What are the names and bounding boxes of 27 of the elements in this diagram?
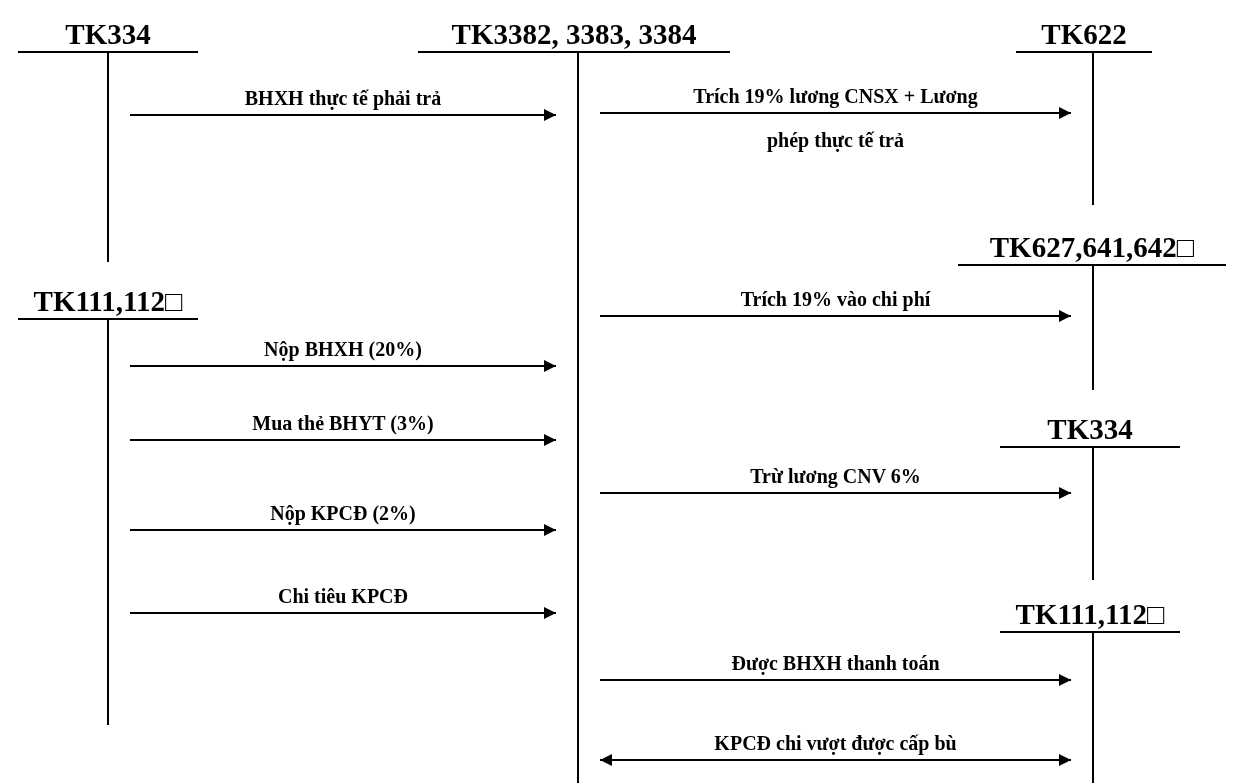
edge-label: Chi tiêu KPCĐ xyxy=(278,585,408,607)
edge-label: Trích 19% lương CNSX + Lương phép thực tế trả xyxy=(692,84,979,154)
arrow xyxy=(129,434,557,446)
arrow xyxy=(129,109,557,121)
edge-label: KPCĐ chi vượt được cấp bù xyxy=(714,732,957,754)
account-title: TK627,641,642□ xyxy=(989,230,1195,264)
account-title: TK111,112□ xyxy=(1015,597,1165,631)
edge-label: Nộp KPCĐ (2%) xyxy=(270,502,416,524)
edge-label: Trích 19% vào chi phí xyxy=(740,288,931,310)
arrow xyxy=(129,607,557,619)
edge-label: BHXH thực tế phải trả xyxy=(244,87,442,109)
arrow xyxy=(599,754,1072,766)
edge-label: Được BHXH thanh toán xyxy=(731,652,940,674)
arrow xyxy=(129,360,557,372)
arrow xyxy=(129,524,557,536)
arrow xyxy=(599,674,1072,686)
account-title: TK334 xyxy=(1047,412,1133,446)
edge-label: Mua thẻ BHYT (3%) xyxy=(252,412,434,434)
account-title: TK334 xyxy=(65,17,151,51)
arrow xyxy=(599,107,1072,119)
account-title: TK622 xyxy=(1041,17,1127,51)
edge-label: Nộp BHXH (20%) xyxy=(264,338,422,360)
account-title: TK111,112□ xyxy=(33,284,183,318)
account-title: TK3382, 3383, 3384 xyxy=(451,17,697,51)
arrow xyxy=(599,310,1072,322)
edge-label: Trừ lương CNV 6% xyxy=(750,465,921,487)
arrow xyxy=(599,487,1072,499)
